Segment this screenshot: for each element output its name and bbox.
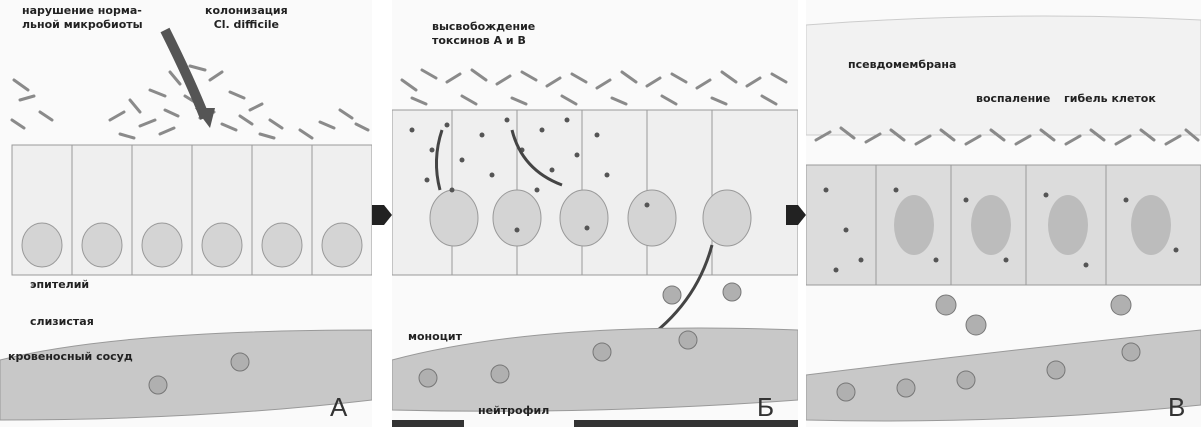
- monocyte-label: моноцит: [408, 330, 462, 344]
- toxins-label: высвобождение токсинов А и В: [432, 20, 535, 48]
- divider: [574, 420, 798, 427]
- panel-c: псевдомембрана воспаление гибель клеток …: [806, 0, 1201, 427]
- epithelium-label: эпителий: [30, 278, 89, 292]
- mucosa-label: слизистая: [30, 315, 94, 329]
- cell-death-label: гибель клеток: [1064, 92, 1156, 106]
- panel-b-illustration: [392, 0, 798, 427]
- next-stage-arrow-icon: [786, 200, 806, 230]
- inflamed-cells: [806, 165, 1201, 285]
- pseudomembrane: [806, 16, 1201, 135]
- vessel-label: кровеносный сосуд: [8, 350, 133, 364]
- panel-a: нарушение нормa- льной микробиоты колони…: [0, 0, 372, 427]
- pseudomembrane-label: псевдомембрана: [848, 58, 956, 72]
- monocyte-cell: [419, 369, 437, 387]
- panel-letter: А: [330, 392, 347, 423]
- neutrophil-label: нейтрофил: [478, 404, 549, 418]
- colonization-label: колонизация Cl. difficile: [205, 4, 288, 32]
- panel-letter: Б: [757, 392, 774, 423]
- next-stage-arrow-icon: [372, 200, 392, 230]
- panel-letter: В: [1168, 392, 1185, 423]
- panel-b: высвобождение токсинов А и В моноцит ней…: [392, 0, 798, 427]
- neutrophil-cell: [491, 365, 509, 383]
- inflammation-label: воспаление: [976, 92, 1050, 106]
- epithelial-cells: [12, 145, 372, 275]
- dysbiosis-label: нарушение нормa- льной микробиоты: [22, 4, 143, 32]
- divider: [392, 420, 464, 427]
